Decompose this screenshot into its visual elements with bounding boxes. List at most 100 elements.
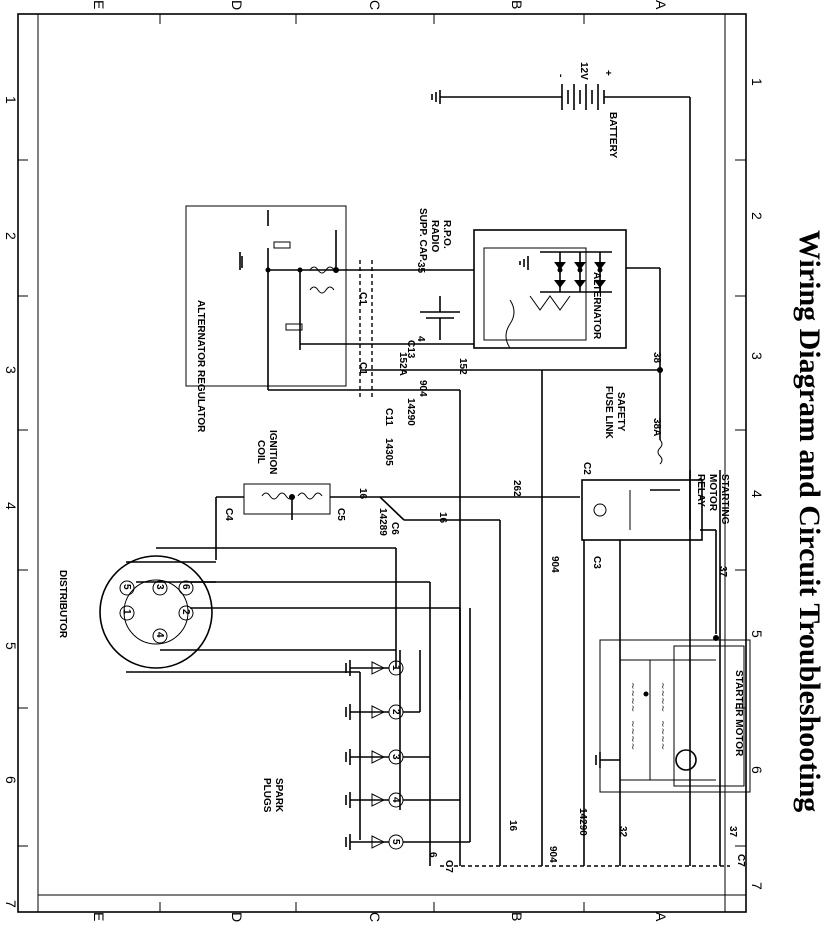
row-4-left: 4 xyxy=(3,502,19,510)
spark-plug-5: 5 xyxy=(345,608,471,850)
coil-label: COIL xyxy=(255,440,266,464)
alternator-regulator: ALTERNATOR REGULATOR xyxy=(185,205,360,433)
plugs-label: PLUGS xyxy=(261,778,272,813)
col-b-bottom: B xyxy=(509,912,525,921)
wire-14290-upper: 14290 xyxy=(405,398,416,426)
starter-motor: STARTER MOTOR ~~~~ ~~~~ ~~~~ ~~~~ xyxy=(595,635,751,793)
row-labels-right: 1 2 3 4 5 6 7 xyxy=(749,78,765,890)
c6-label: C6 xyxy=(389,522,400,535)
spark-plug-2: 2 xyxy=(345,650,421,720)
row-2-left: 2 xyxy=(3,232,19,240)
wire-904-upper: 904 xyxy=(417,380,428,397)
battery-minus: - xyxy=(555,74,566,77)
spark-plug-3: 3 xyxy=(345,749,430,765)
row-6-left: 6 xyxy=(3,776,19,784)
relay-label: RELAY xyxy=(695,474,706,507)
dist-pin-1: 1 xyxy=(121,609,132,615)
row-labels-left: 1 2 3 4 5 6 7 xyxy=(3,96,19,908)
row-7-left: 7 xyxy=(3,900,19,908)
wire-35: 35 xyxy=(415,262,426,274)
row-5-left: 5 xyxy=(3,642,19,650)
harness-c6: C6 262 16 904 37 xyxy=(372,370,728,866)
column-labels-top: A B C D E xyxy=(91,0,669,10)
c2-label: C2 xyxy=(581,462,592,475)
wire-904-bottom: 904 xyxy=(547,846,558,863)
svg-text:~~~~: ~~~~ xyxy=(627,682,637,712)
col-e-top: E xyxy=(91,0,107,9)
rpo-label: R.P.O. xyxy=(441,220,452,249)
dist-pin-2: 2 xyxy=(180,609,191,615)
col-e-bottom: E xyxy=(91,912,107,921)
row-7-right: 7 xyxy=(749,882,765,890)
battery-voltage: 12V xyxy=(578,62,589,80)
radio-supp-cap: R.P.O. RADIO SUPP. CAP. xyxy=(417,208,460,340)
ignition-label: IGNITION xyxy=(267,430,278,474)
supp-cap-label: SUPP. CAP. xyxy=(417,208,428,262)
column-labels-bottom: A B C D E xyxy=(91,912,669,922)
col-d-bottom: D xyxy=(229,912,245,922)
plug-3-label: 3 xyxy=(390,754,401,760)
alternator: ALTERNATOR xyxy=(473,229,661,380)
wire-32: 32 xyxy=(617,826,628,838)
spark-label: SPARK xyxy=(273,778,284,813)
wire-37-bottom: 37 xyxy=(727,826,738,838)
c7-left: C7 xyxy=(443,860,454,873)
wire-4: 4 xyxy=(415,336,426,342)
wire-152a: 152A xyxy=(397,352,408,376)
connector-c7: 6 16 904 14290 32 37 C7 C7 xyxy=(427,470,746,873)
wire-37-upper: 37 xyxy=(717,566,728,578)
row-1-left: 1 xyxy=(3,96,19,104)
col-c-top: C xyxy=(367,0,383,10)
col-a-bottom: A xyxy=(653,912,669,922)
plug-5-label: 5 xyxy=(390,839,401,845)
spark-plugs: SPARK PLUGS 1 2 3 4 xyxy=(261,608,471,850)
plug-4-label: 4 xyxy=(390,797,401,803)
regulator-label: ALTERNATOR REGULATOR xyxy=(195,300,206,433)
wire-152: 152 xyxy=(457,358,468,375)
battery-plus: + xyxy=(602,70,613,76)
wire-14289: 14289 xyxy=(377,508,388,536)
plug-2-label: 2 xyxy=(390,709,401,715)
wire-38a: 38A xyxy=(651,418,662,436)
safety-fuse-link: 38A SAFETY FUSE LINK xyxy=(603,380,663,465)
distributor-label: DISTRIBUTOR xyxy=(57,570,68,639)
wire-262: 262 xyxy=(511,480,522,497)
wire-38: 38 xyxy=(651,352,662,364)
motor-label: MOTOR xyxy=(707,474,718,512)
dist-pin-4: 4 xyxy=(154,632,165,638)
row-6-right: 6 xyxy=(749,766,765,774)
radio-label: RADIO xyxy=(429,220,440,252)
diagram-title: Wiring Diagram and Circuit Troubleshooti… xyxy=(793,230,826,812)
c4-label: C4 xyxy=(223,508,234,521)
wire-14305: 14305 xyxy=(383,438,394,466)
distributor: DISTRIBUTOR 5 1 3 6 2 4 xyxy=(57,547,461,866)
c1-lower: C1 xyxy=(357,362,368,375)
fuse-link-label: FUSE LINK xyxy=(603,386,614,440)
spark-plug-1: 1 xyxy=(345,660,404,676)
row-3-left: 3 xyxy=(3,366,19,374)
row-2-right: 2 xyxy=(749,212,765,220)
c5-label: C5 xyxy=(335,508,346,521)
c7-right: C7 xyxy=(735,854,746,867)
battery: 12V + - BATTERY xyxy=(431,62,691,470)
safety-label: SAFETY xyxy=(615,392,626,432)
row-1-right: 1 xyxy=(749,78,765,86)
row-4-right: 4 xyxy=(749,490,765,498)
diagram-border xyxy=(17,13,747,913)
dist-pin-6: 6 xyxy=(180,584,191,590)
wire-16-coil: 16 xyxy=(357,488,368,500)
c1-upper: C1 xyxy=(357,292,368,305)
col-b-top: B xyxy=(509,0,525,9)
col-d-top: D xyxy=(229,0,245,10)
col-c-bottom: C xyxy=(367,912,383,922)
c11-label: C11 xyxy=(383,408,394,426)
dist-pin-5: 5 xyxy=(121,584,132,590)
ignition-coil: IGNITION COIL C4 C5 16 14289 xyxy=(215,430,388,560)
svg-text:~~~~: ~~~~ xyxy=(657,682,667,712)
dist-pin-3: 3 xyxy=(154,584,165,590)
svg-text:~~~~: ~~~~ xyxy=(627,720,637,750)
wire-16-bottom: 16 xyxy=(507,820,518,832)
regulator-harness: C1 C1 C13 C11 35 4 152A 152 904 14290 14… xyxy=(336,260,663,466)
plug-1-label: 1 xyxy=(390,665,401,671)
